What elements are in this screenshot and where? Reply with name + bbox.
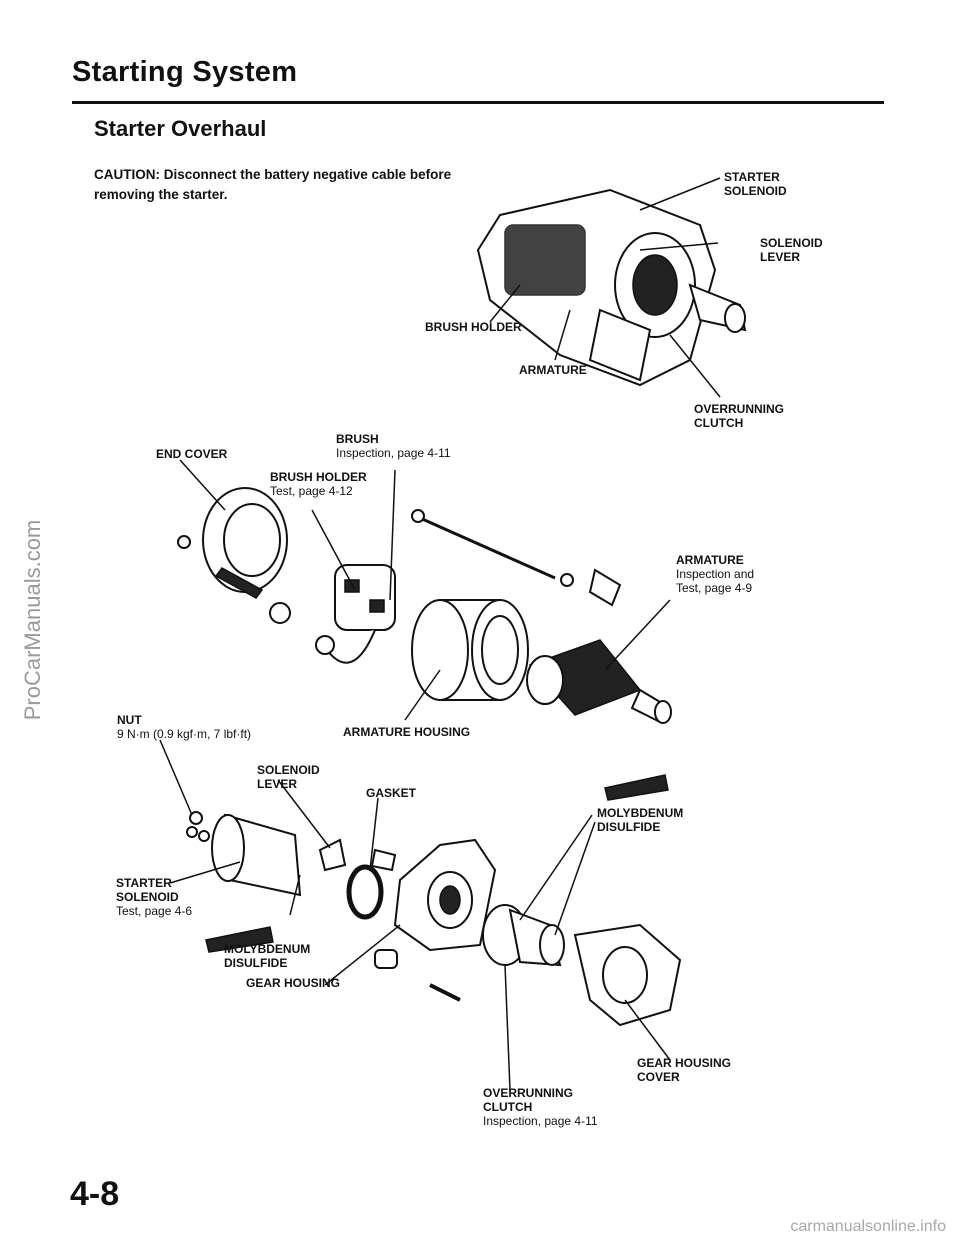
section-subtitle: Starter Overhaul [94,116,267,141]
through-bolt-illustration [411,509,622,607]
grease-symbol-right [604,774,669,801]
assembled-starter-illustration [476,188,747,387]
end-cover-illustration [177,487,288,599]
label-molybdenum-disulfide-right: MOLYBDENUM DISULFIDE [597,806,684,834]
label-starter-solenoid: STARTER SOLENOID Test, page 4-6 [116,876,193,918]
label-end-cover: END COVER [156,447,228,461]
label-nut: NUT 9 N·m (0.9 kgf·m, 7 lbf·ft) [117,713,252,741]
label-armature-housing: ARMATURE HOUSING [343,725,471,739]
label-gear-housing-cover: GEAR HOUSING COVER [637,1056,732,1084]
gear-housing-illustration [374,838,497,1002]
overrunning-clutch-illustration [482,904,565,967]
label-starter-solenoid-top: STARTER SOLENOID [724,170,787,198]
label-brush: BRUSH Inspection, page 4-11 [336,432,451,460]
label-brush-holder-top: BRUSH HOLDER [425,320,522,334]
lever-gasket-illustration [318,838,397,920]
label-armature: ARMATURE Inspection and Test, page 4-9 [676,553,755,595]
label-gear-housing: GEAR HOUSING [246,976,341,990]
grease-symbol-left [205,926,274,953]
label-molybdenum-disulfide-left: MOLYBDENUM DISULFIDE [224,942,311,970]
armature-housing-illustration [411,599,529,701]
leader-lines [159,177,721,1091]
label-overrunning-clutch-top: OVERRUNNING CLUTCH [694,402,785,430]
watermark-bottom: carmanualsonline.info [790,1218,946,1235]
starter-solenoid-illustration [186,811,302,897]
label-overrunning-clutch-bottom: OVERRUNNING CLUTCH Inspection, page 4-11 [483,1086,598,1128]
label-gasket: GASKET [366,786,417,800]
watermark-left: ProCarManuals.com [20,519,45,721]
brush-holder-illustration [269,564,396,664]
label-brush-holder: BRUSH HOLDER Test, page 4-12 [270,470,367,498]
label-armature-top: ARMATURE [519,363,587,377]
page-title: Starting System [72,56,298,88]
caution-note: CAUTION: Disconnect the battery negative… [94,167,452,202]
armature-illustration [526,639,672,724]
gear-housing-cover-illustration [573,923,682,1027]
page-number: 4-8 [70,1175,120,1213]
label-solenoid-lever-top: SOLENOID LEVER [760,236,823,264]
title-rule [72,101,884,104]
label-solenoid-lever-mid: SOLENOID LEVER [257,763,320,791]
